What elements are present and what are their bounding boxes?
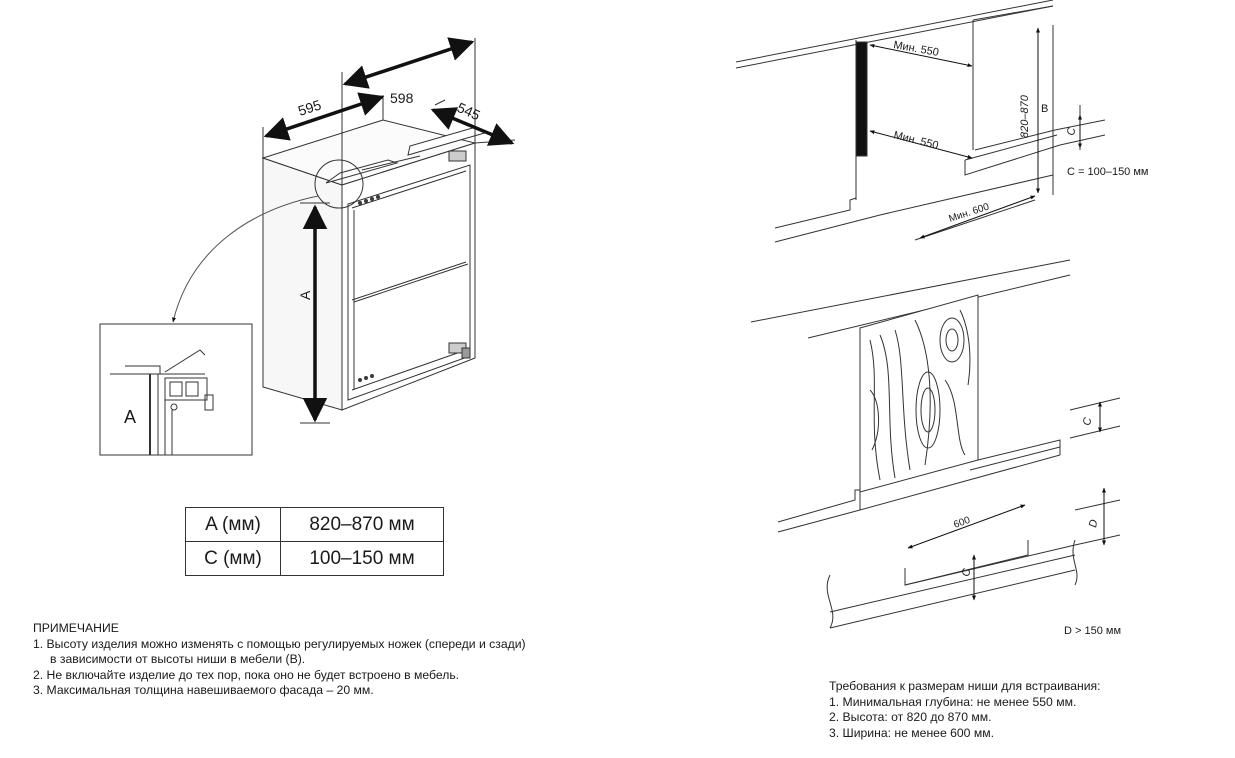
- table-row: C (мм) 100–150 мм: [185, 541, 444, 576]
- requirements-block: Требования к размерам ниши для встраиван…: [829, 679, 1101, 741]
- niche-width-label: Мин. 600: [948, 201, 991, 224]
- front-panel-drawing: [750, 259, 1121, 629]
- fridge-height-label: A: [297, 290, 313, 300]
- niche-height-label: B: [1041, 103, 1048, 115]
- table-value-a: 820–870 мм: [280, 507, 444, 542]
- note-item-1: 1. Высоту изделия можно изменять с помощ…: [33, 636, 526, 651]
- notes-title: ПРИМЕЧАНИЕ: [33, 621, 119, 635]
- plinth-c-label-upper: C: [1081, 417, 1094, 427]
- plinth-d-text: D > 150 мм: [1064, 625, 1121, 637]
- niche-drawing: [735, 0, 1106, 243]
- table-row: A (мм) 820–870 мм: [185, 507, 444, 542]
- table-key-a: A (мм): [185, 507, 281, 542]
- fridge-drawing: [172, 38, 516, 424]
- requirement-item-2: 2. Высота: от 820 до 870 мм.: [829, 710, 992, 724]
- niche-depth-top-label: Мин. 550: [892, 39, 939, 59]
- notes-block: ПРИМЕЧАНИЕ 1. Высоту изделия можно измен…: [33, 621, 526, 699]
- plinth-d-label: D: [1087, 519, 1100, 529]
- requirements-title: Требования к размерам ниши для встраиван…: [829, 679, 1101, 693]
- plinth-width-label: 600: [952, 515, 972, 531]
- plinth-c-label-lower: C: [960, 568, 973, 578]
- requirement-item-3: 3. Ширина: не менее 600 мм.: [829, 725, 994, 740]
- fridge-width-label-2: 598: [390, 90, 414, 106]
- requirement-item-1: 1. Минимальная глубина: не менее 550 мм.: [829, 694, 1077, 709]
- niche-plinth-label: C: [1065, 127, 1078, 137]
- niche-height-range-label: 820–870: [1019, 94, 1031, 138]
- note-item-1-cont: в зависимости от высоты ниши в мебели (B…: [50, 652, 306, 666]
- niche-c-range-text: C = 100–150 мм: [1067, 166, 1149, 178]
- table-value-c: 100–150 мм: [280, 541, 444, 576]
- detail-inset: [99, 323, 253, 456]
- niche-depth-bottom-label: Мин. 550: [892, 129, 939, 152]
- dimension-table: A (мм) 820–870 мм C (мм) 100–150 мм: [185, 507, 444, 576]
- table-key-c: C (мм): [185, 541, 281, 576]
- note-item-2: 2. Не включайте изделие до тех пор, пока…: [33, 667, 460, 682]
- inset-label: A: [124, 407, 136, 427]
- note-item-3: 3. Максимальная толщина навешиваемого фа…: [33, 683, 374, 697]
- fridge-width-label: 595: [296, 96, 323, 119]
